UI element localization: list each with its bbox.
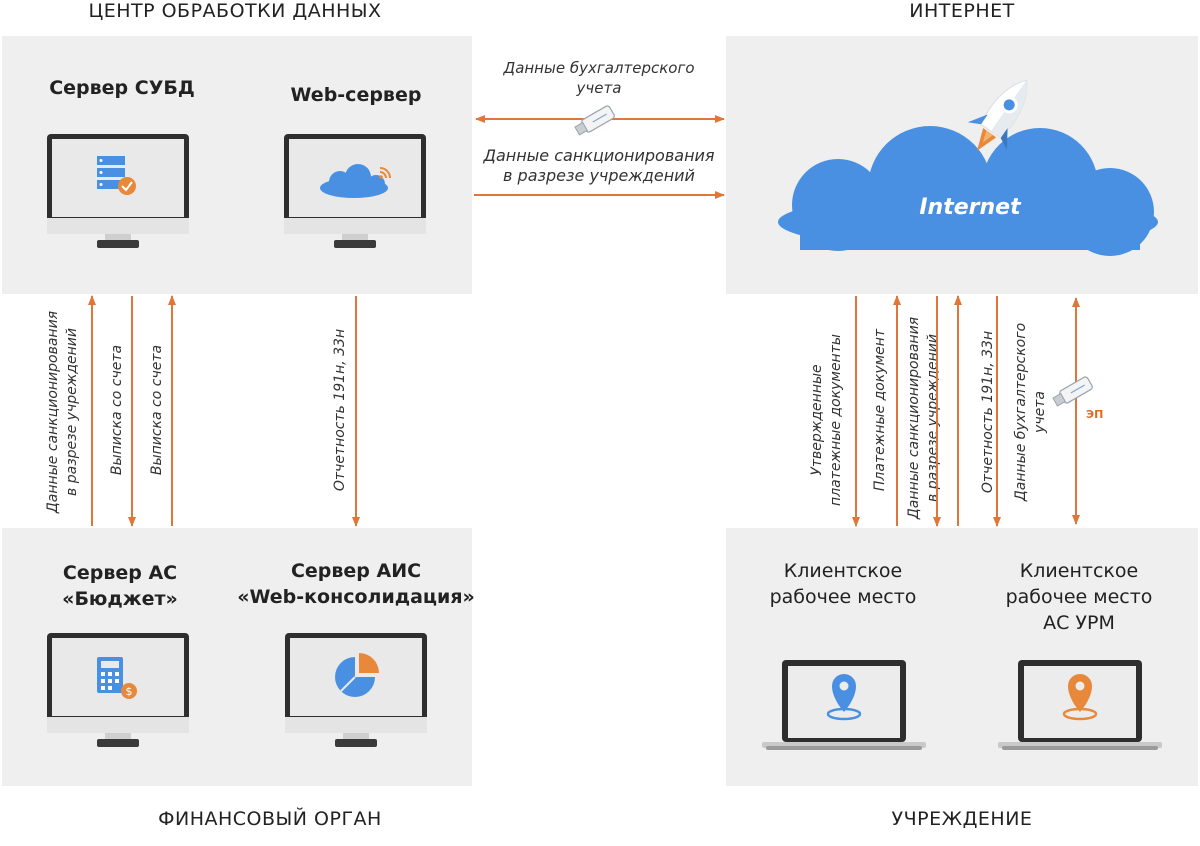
label-client-urm: Клиентское рабочее место АС УРМ bbox=[984, 558, 1174, 636]
label-as-budget-line2: «Бюджет» bbox=[62, 588, 178, 610]
laptop-client bbox=[762, 660, 926, 750]
label-client-line1: Клиентское bbox=[783, 560, 903, 582]
flow-accounting-line1: Данные бухгалтерского bbox=[503, 59, 695, 77]
label-ais-web: Сервер АИС «Web-консолидация» bbox=[236, 558, 476, 610]
internet-cloud-label: Internet bbox=[919, 195, 1021, 220]
calculator-icon: $ bbox=[97, 657, 137, 699]
rocket-icon bbox=[967, 79, 1028, 151]
flow-accounting-text: Данные бухгалтерского учета bbox=[474, 58, 724, 98]
flow-sanction-line2: в разрезе учреждений bbox=[503, 166, 695, 185]
label-client-line2: рабочее место bbox=[769, 586, 917, 608]
zone-title-institution: УЧРЕЖДЕНИЕ bbox=[891, 808, 1033, 830]
label-web-server: Web-сервер bbox=[290, 84, 422, 106]
location-pin-orange-icon bbox=[1062, 674, 1098, 721]
flow-sanction-line1: Данные санкционирования bbox=[483, 146, 715, 165]
label-ais-web-line1: Сервер АИС bbox=[290, 560, 422, 582]
label-client-urm-line1: Клиентское bbox=[1019, 560, 1139, 582]
flow-accounting-line2: учета bbox=[576, 79, 622, 97]
usb-drive-ep-icon bbox=[1052, 376, 1093, 407]
label-dbms-server: Сервер СУБД bbox=[49, 77, 195, 99]
zone-title-data-center: ЦЕНТР ОБРАБОТКИ ДАННЫХ bbox=[88, 0, 382, 22]
database-server-icon bbox=[97, 156, 136, 195]
monitor-as-budget: $ bbox=[47, 633, 189, 747]
label-as-budget: Сервер АС «Бюджет» bbox=[20, 560, 220, 612]
cloud-wifi-icon bbox=[320, 164, 391, 198]
monitor-ais-web bbox=[285, 633, 427, 747]
internet-cloud-icon bbox=[778, 126, 1158, 256]
label-client: Клиентское рабочее место bbox=[748, 558, 938, 610]
zone-title-internet: ИНТЕРНЕТ bbox=[909, 0, 1015, 22]
label-ais-web-line2: «Web-консолидация» bbox=[237, 586, 475, 608]
pie-chart-icon bbox=[335, 653, 379, 697]
zone-title-financial-body: ФИНАНСОВЫЙ ОРГАН bbox=[158, 808, 382, 830]
location-pin-blue-icon bbox=[826, 674, 862, 721]
laptop-client-urm bbox=[998, 660, 1162, 750]
label-as-budget-line1: Сервер АС bbox=[62, 562, 178, 584]
monitor-dbms-server bbox=[47, 134, 189, 248]
label-client-urm-line3: АС УРМ bbox=[1043, 612, 1115, 634]
label-client-urm-line2: рабочее место bbox=[1005, 586, 1153, 608]
monitor-web-server bbox=[284, 134, 426, 248]
svg-text:$: $ bbox=[126, 685, 133, 698]
ep-label: ЭП bbox=[1086, 408, 1104, 421]
usb-drive-icon bbox=[574, 105, 615, 136]
flow-sanction-text: Данные санкционирования в разрезе учрежд… bbox=[474, 146, 724, 186]
